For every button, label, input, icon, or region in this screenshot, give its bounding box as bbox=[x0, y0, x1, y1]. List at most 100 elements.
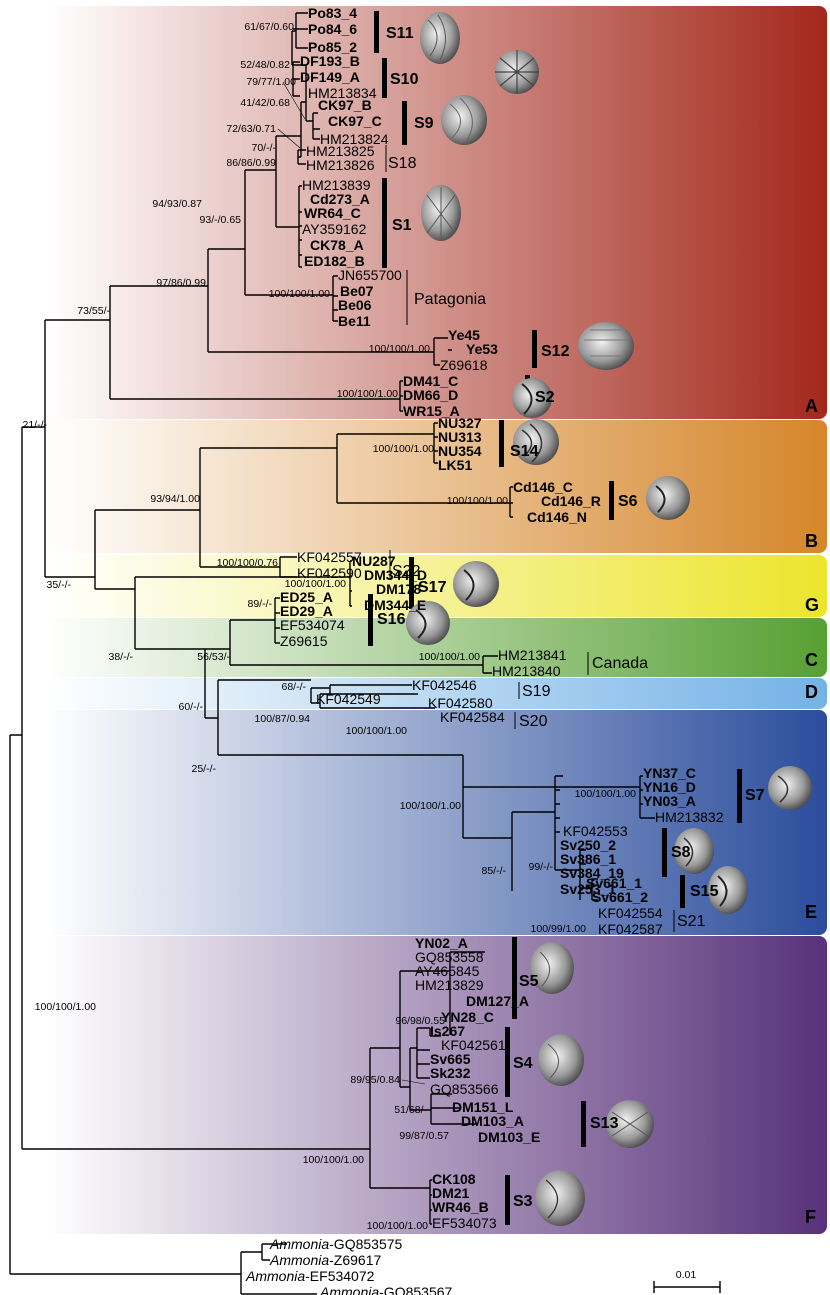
taxon-label: Cd146_C bbox=[513, 479, 573, 495]
taxon-label: DM344_D bbox=[364, 567, 427, 583]
group-name: S2 bbox=[535, 389, 555, 406]
taxon-label: Sv661_2 bbox=[592, 889, 648, 905]
taxon-label: KF042587 bbox=[598, 921, 663, 937]
taxon-label: NU313 bbox=[438, 429, 482, 445]
group-support: 99/87/0.57 bbox=[399, 1130, 449, 1142]
taxon-label: HM213829 bbox=[415, 977, 484, 993]
taxon-label: JN655700 bbox=[338, 267, 402, 283]
taxon-label: ED182_B bbox=[304, 253, 365, 269]
node-support: 35/-/- bbox=[46, 579, 71, 591]
group-support: 100/100/1.00 bbox=[285, 578, 346, 590]
taxon-label: Po84_6 bbox=[308, 21, 357, 37]
taxon-label: KF042580 bbox=[428, 695, 493, 711]
node-support: 85/-/- bbox=[481, 865, 506, 877]
foraminifera-shell-icon bbox=[535, 1170, 585, 1226]
clade-band-d bbox=[30, 678, 827, 709]
group-name: S7 bbox=[745, 787, 765, 804]
group-support: 100/100/1.00 bbox=[575, 788, 636, 800]
group-name: S3 bbox=[513, 1193, 533, 1210]
clade-letter: A bbox=[805, 396, 818, 416]
node-support: 100/100/1.00 bbox=[35, 1001, 96, 1013]
group-support: 100/100/1.00 bbox=[419, 651, 480, 663]
group-name: S6 bbox=[618, 493, 638, 510]
node-support: 72/63/0.71 bbox=[226, 123, 276, 135]
group-name: S4 bbox=[513, 1055, 533, 1072]
group-support: 100/99/1.00 bbox=[531, 923, 587, 935]
taxon-label: WR46_B bbox=[432, 1199, 489, 1215]
taxon-label: DM127_A bbox=[466, 993, 529, 1009]
node-support: 60/-/- bbox=[178, 701, 203, 713]
group-support: 68/-/- bbox=[281, 681, 306, 693]
taxon-label: YN37_C bbox=[643, 765, 696, 781]
taxon-label: DF149_A bbox=[300, 69, 360, 85]
taxon-label: EF534074 bbox=[280, 617, 345, 633]
taxon-label: HM213840 bbox=[492, 663, 561, 679]
taxon-label: HM213824 bbox=[320, 131, 389, 147]
taxon-label: HM213832 bbox=[655, 809, 724, 825]
taxon-label: KF042561 bbox=[441, 1037, 506, 1053]
node-support: 93/-/0.65 bbox=[200, 214, 242, 226]
taxon-label: Sv253_1 bbox=[560, 881, 616, 897]
group-name: S12 bbox=[541, 343, 570, 360]
foraminifera-shell-icon bbox=[768, 766, 812, 810]
group-name: S18 bbox=[388, 155, 417, 172]
taxon-label: CK97_C bbox=[328, 113, 382, 129]
taxon-label: LK51 bbox=[438, 457, 472, 473]
group-name: S20 bbox=[519, 713, 548, 730]
node-support: 100/100/1.00 bbox=[303, 1154, 364, 1166]
clade-letter: D bbox=[805, 682, 818, 702]
taxon-label: GQ853558 bbox=[415, 949, 484, 965]
group-support: 94/93/0.87 bbox=[152, 198, 202, 210]
taxon-label: Ye53 bbox=[466, 341, 498, 357]
clade-letter: C bbox=[805, 650, 818, 670]
group-name: S19 bbox=[522, 683, 551, 700]
taxon-label: HM213839 bbox=[302, 177, 371, 193]
group-name: S16 bbox=[377, 611, 406, 628]
taxon-label: Z69618 bbox=[440, 357, 488, 373]
taxon-label: KF042553 bbox=[563, 823, 628, 839]
taxon-label: CK78_A bbox=[310, 237, 364, 253]
taxon-label: GQ853566 bbox=[430, 1081, 499, 1097]
group-support: 100/100/1.00 bbox=[346, 725, 407, 737]
foraminifera-shell-icon bbox=[578, 322, 634, 370]
foraminifera-shell-icon bbox=[530, 942, 574, 994]
clade-band-b bbox=[30, 420, 827, 553]
taxon-label: Po85_2 bbox=[308, 39, 357, 55]
outgroup-taxon: Ammonia-GQ853575 bbox=[269, 1236, 403, 1252]
group-support: 70/-/- bbox=[251, 142, 276, 154]
taxon-label: DM103_E bbox=[478, 1129, 540, 1145]
node-support: 89/95/0.84 bbox=[350, 1074, 400, 1086]
taxon-label: DM103_A bbox=[461, 1113, 524, 1129]
taxon-label: HM213841 bbox=[498, 647, 567, 663]
foraminifera-shell-icon bbox=[538, 1034, 584, 1086]
foraminifera-shell-icon bbox=[674, 828, 714, 874]
taxon-label: DM344_E bbox=[364, 597, 426, 613]
group-support: 100/100/0.76 bbox=[217, 557, 278, 569]
taxon-label: WR64_C bbox=[304, 205, 361, 221]
taxon-label: Cd273_A bbox=[310, 191, 370, 207]
taxon-label: Sv384_19 bbox=[560, 865, 624, 881]
group-name: S10 bbox=[390, 71, 419, 88]
group-support: 100/100/1.00 bbox=[369, 343, 430, 355]
group-name: S5 bbox=[519, 973, 539, 990]
node-support: 56/53/- bbox=[197, 651, 230, 663]
taxon-label: WR15_A bbox=[403, 403, 460, 419]
scale-bar-label: 0.01 bbox=[676, 1269, 697, 1281]
group-support: 100/100/1.00 bbox=[269, 288, 330, 300]
group-name: S11 bbox=[386, 25, 414, 42]
outgroup-taxon: Ammonia-EF534072 bbox=[245, 1268, 375, 1284]
taxon-label: AY359162 bbox=[302, 221, 367, 237]
taxon-label: Be11 bbox=[338, 313, 371, 329]
taxon-label: Ye45 bbox=[448, 327, 480, 343]
group-name: S17 bbox=[418, 579, 447, 596]
clade-band-c bbox=[30, 618, 827, 677]
node-support: 86/86/0.99 bbox=[226, 157, 276, 169]
taxon-label: KF042557 bbox=[297, 549, 362, 565]
group-name: S9 bbox=[414, 115, 434, 132]
group-support: 89/-/- bbox=[247, 598, 272, 610]
node-support: 25/-/- bbox=[191, 763, 216, 775]
foraminifera-shell-icon bbox=[646, 476, 690, 520]
taxon-label: DM151_L bbox=[452, 1099, 514, 1115]
taxon-label: YN02_A bbox=[415, 935, 468, 951]
taxon-label: KF042549 bbox=[316, 691, 381, 707]
